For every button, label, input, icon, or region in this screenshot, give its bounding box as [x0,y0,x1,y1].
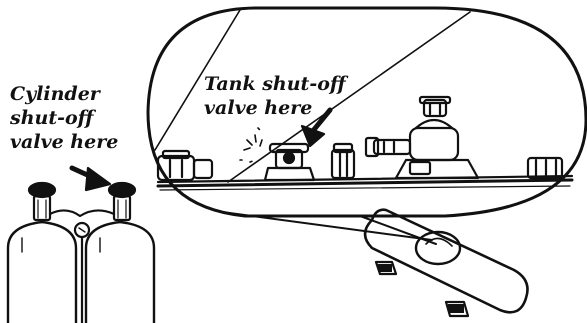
horizontal-lp-tank [363,208,529,318]
tank-shutoff-valve [239,127,316,182]
tank-label-line-1: Tank shut-off [204,73,346,95]
tank-label-line-2: valve here [204,97,313,119]
cylinder-label-line-1: Cylinder [10,83,100,105]
left-fitting [156,149,214,182]
twin-gas-cylinders [6,181,156,323]
magnified-view-bubble [146,6,587,245]
middle-fitting [330,142,356,180]
tank-valve-arrow [300,107,333,148]
tank-top-plate [156,174,574,191]
cylinder-label-line-2: shut-off [10,107,94,129]
cylinder-valve-arrow [69,165,112,192]
cylinder-label-line-3: valve here [10,131,119,153]
regulator-assembly [364,95,480,180]
cylinder-valve-label: Cylinder shut-off valve here [10,82,118,154]
tank-valve-label: Tank shut-off valve here [204,72,346,120]
right-fitting [526,156,564,180]
